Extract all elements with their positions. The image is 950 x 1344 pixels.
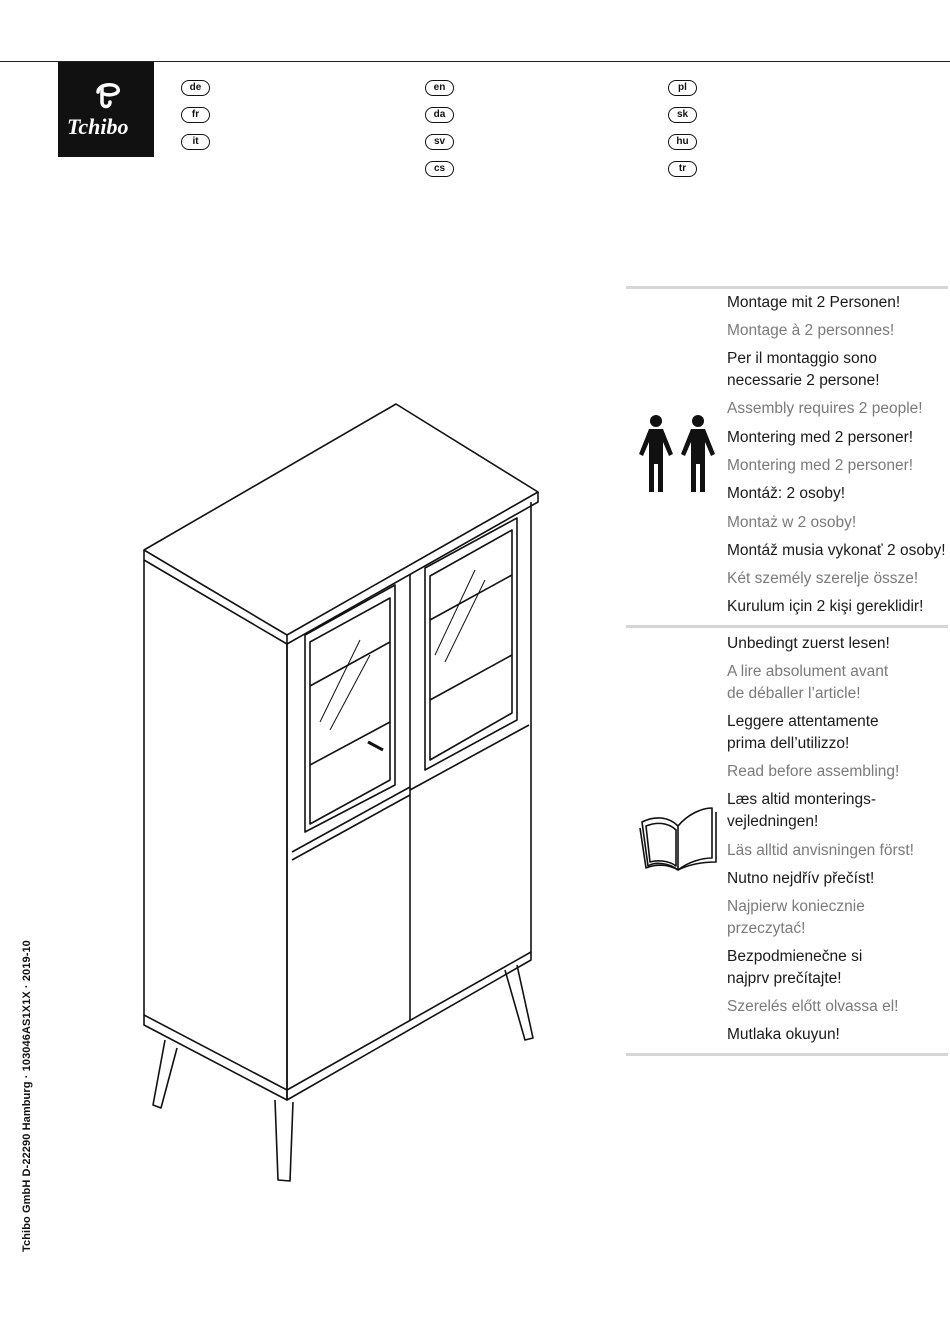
lang-badge: de: [181, 80, 210, 96]
notice-line: Läs alltid anvisningen först!: [727, 842, 914, 859]
notice-line: Unbedingt zuerst lesen!: [727, 635, 890, 652]
lang-badge: hu: [668, 134, 697, 150]
notice-line: Két személy szerelje össze!: [727, 570, 919, 587]
lang-badge: da: [425, 107, 454, 123]
lang-badge: en: [425, 80, 454, 96]
notice-line: Per il montaggio sono necessarie 2 perso…: [727, 350, 880, 389]
language-column-1: de fr it: [181, 80, 210, 161]
notice-line: Montáž: 2 osoby!: [727, 485, 846, 502]
notice-line: Mutlaka okuyun!: [727, 1026, 840, 1043]
notice-line: Montering med 2 personer!: [727, 429, 914, 446]
open-book-icon: [639, 807, 717, 871]
top-rule: [0, 61, 950, 62]
notice-line: Montage à 2 personnes!: [727, 322, 895, 339]
lang-badge: sv: [425, 134, 454, 150]
language-column-2: en da sv cs: [425, 80, 454, 188]
two-people-icon: [639, 415, 715, 492]
section-divider: [626, 286, 948, 289]
lang-badge: tr: [668, 161, 697, 177]
notice-line: Szerelés előtt olvassa el!: [727, 998, 899, 1015]
notice-line: Montering med 2 personer!: [727, 457, 914, 474]
lang-badge: sk: [668, 107, 697, 123]
notice-line: Najpierw koniecznie przeczytać!: [727, 898, 865, 937]
lang-badge: fr: [181, 107, 210, 123]
notice-line: Assembly requires 2 people!: [727, 400, 923, 417]
lang-badge: it: [181, 134, 210, 150]
notice-line: Read before assembling!: [727, 763, 900, 780]
notice-line: Montage mit 2 Personen!: [727, 294, 901, 311]
section-divider: [626, 625, 948, 628]
imprint-footer: Tchibo GmbH D-22290 Hamburg · 103046AS1X…: [21, 940, 33, 1252]
language-column-3: pl sk hu tr: [668, 80, 697, 188]
notice-line: Leggere attentamente prima dell’utilizzo…: [727, 713, 879, 752]
notice-line: Montaż w 2 osoby!: [727, 514, 857, 531]
cabinet-with-glass-doors-illustration: [143, 403, 539, 1182]
svg-text:Tchibo: Tchibo: [67, 114, 129, 139]
section-divider: [626, 1053, 948, 1056]
lang-badge: pl: [668, 80, 697, 96]
tchibo-logo: Tchibo: [58, 62, 154, 157]
notice-line: Montáž musia vykonať 2 osoby!: [727, 542, 946, 559]
notice-line: Læs altid monterings- vejledningen!: [727, 791, 877, 830]
notice-line: Kurulum için 2 kişi gereklidir!: [727, 598, 924, 615]
lang-badge: cs: [425, 161, 454, 177]
notice-line: Nutno nejdřív přečíst!: [727, 870, 875, 887]
notice-line: A lire absolument avant de déballer l’ar…: [727, 663, 889, 702]
notice-line: Bezpodmienečne si najprv prečítajte!: [727, 948, 863, 987]
